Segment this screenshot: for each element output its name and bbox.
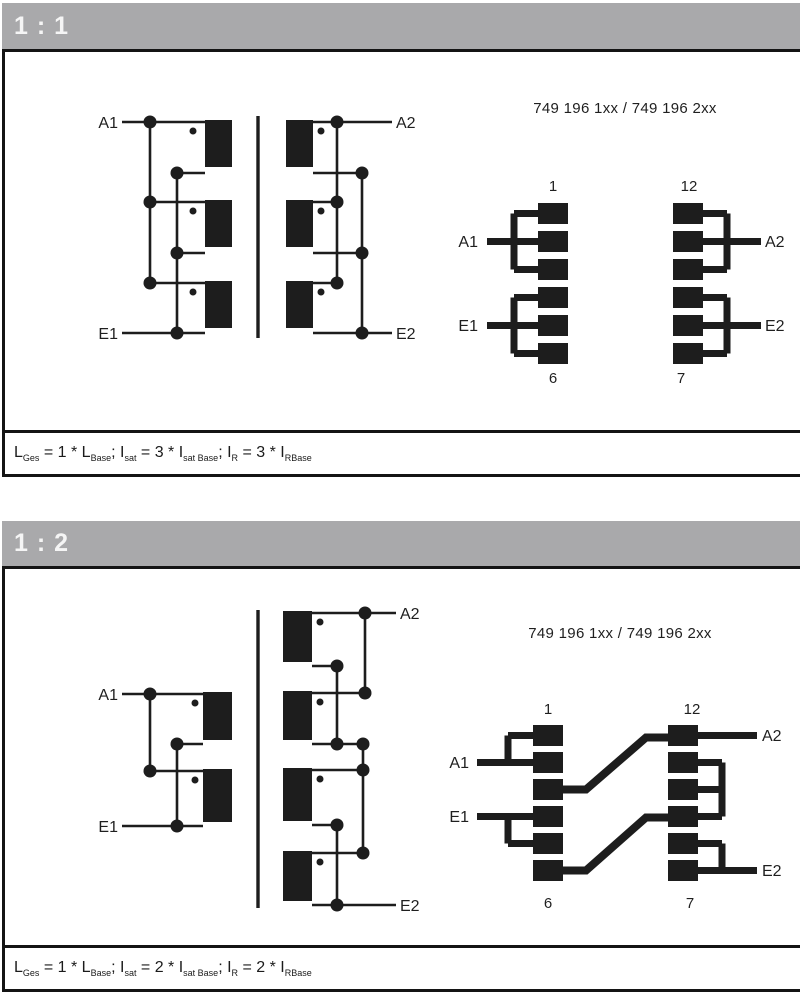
secondary-winding bbox=[286, 200, 313, 247]
junction-dot bbox=[356, 763, 370, 777]
terminal-label-a2: A2 bbox=[396, 115, 416, 132]
panel2-header-bar: 1 : 2 bbox=[2, 521, 800, 569]
secondary-winding bbox=[283, 851, 312, 901]
panel1-diagram-box bbox=[2, 52, 800, 430]
junction-dot bbox=[330, 276, 344, 290]
pin-number-6: 6 bbox=[549, 370, 557, 387]
polarity-dot bbox=[317, 288, 325, 296]
terminal-label-e2: E2 bbox=[396, 326, 416, 343]
primary-winding bbox=[203, 769, 232, 822]
junction-dot bbox=[170, 737, 184, 751]
secondary-winding bbox=[283, 691, 312, 740]
pin-pads-left bbox=[538, 203, 568, 364]
formula-text: LGes = 1 * LBase; Isat = 3 * Isat Base; … bbox=[14, 443, 312, 464]
panel1-header-bar: 1 : 1 bbox=[2, 3, 800, 52]
junction-dot bbox=[143, 687, 157, 701]
pin-number-12: 12 bbox=[681, 178, 698, 195]
junction-dot bbox=[330, 898, 344, 912]
junction-dot bbox=[143, 764, 157, 778]
polarity-dot bbox=[317, 127, 325, 135]
pin-number-7: 7 bbox=[686, 895, 694, 912]
junction-dot bbox=[330, 195, 344, 209]
pinout-label-a1: A1 bbox=[458, 234, 478, 251]
pin-number-12: 12 bbox=[684, 701, 701, 718]
polarity-dot bbox=[191, 699, 199, 707]
junction-dot bbox=[143, 115, 157, 129]
terminal-label-a1: A1 bbox=[98, 115, 118, 132]
junction-dot bbox=[170, 166, 184, 180]
pin-pads-right bbox=[668, 725, 698, 881]
pinout-title: 749 196 1xx / 749 196 2xx bbox=[528, 625, 712, 642]
junction-dot bbox=[358, 686, 372, 700]
primary-winding bbox=[205, 200, 232, 247]
junction-dot bbox=[330, 115, 344, 129]
panel1-winding-schematic: A1 E1 A2 E2 bbox=[98, 115, 415, 343]
secondary-winding bbox=[283, 611, 312, 662]
terminal-label-a2: A2 bbox=[400, 606, 420, 623]
panel1-ratio-label: 1 : 1 bbox=[14, 11, 70, 40]
panel2-pinout-diagram: 749 196 1xx / 749 196 2xx 1 12 6 7 bbox=[449, 625, 781, 912]
polarity-dot bbox=[316, 775, 324, 783]
panel1-diagram: A1 E1 A2 E2 749 196 1xx / 749 196 2xx 1 … bbox=[98, 100, 784, 387]
pin-number-1: 1 bbox=[544, 701, 552, 718]
secondary-winding bbox=[283, 768, 312, 821]
polarity-dot bbox=[316, 698, 324, 706]
polarity-dot bbox=[316, 858, 324, 866]
panel2-diagram-box bbox=[2, 569, 800, 945]
junction-dot bbox=[358, 606, 372, 620]
pin-number-6: 6 bbox=[544, 895, 552, 912]
junction-dot bbox=[330, 818, 344, 832]
junction-dot bbox=[330, 659, 344, 673]
pin-number-1: 1 bbox=[549, 178, 557, 195]
pin-pads-right bbox=[673, 203, 703, 364]
panel2-ratio-label: 1 : 2 bbox=[14, 529, 70, 557]
primary-winding bbox=[205, 281, 232, 328]
pinout-label-e2: E2 bbox=[762, 863, 782, 880]
panel2-diagram: A1 E1 A2 E2 749 196 1xx / 749 196 2xx 1 … bbox=[98, 606, 781, 915]
junction-dot bbox=[355, 326, 369, 340]
pinout-label-e1: E1 bbox=[449, 809, 469, 826]
junction-dot bbox=[355, 166, 369, 180]
pinout-label-e2: E2 bbox=[765, 318, 785, 335]
pin-number-7: 7 bbox=[677, 370, 685, 387]
primary-winding bbox=[203, 692, 232, 740]
pin-pads-left bbox=[533, 725, 563, 881]
panel1-formula-bar: LGes = 1 * LBase; Isat = 3 * Isat Base; … bbox=[2, 430, 800, 477]
terminal-label-e1: E1 bbox=[98, 819, 118, 836]
primary-winding bbox=[205, 120, 232, 167]
polarity-dot bbox=[189, 207, 197, 215]
formula-text: LGes = 1 * LBase; Isat = 2 * Isat Base; … bbox=[14, 958, 312, 979]
pinout-label-e1: E1 bbox=[458, 318, 478, 335]
polarity-dot bbox=[189, 288, 197, 296]
pinout-title: 749 196 1xx / 749 196 2xx bbox=[533, 100, 717, 117]
junction-dot bbox=[330, 737, 344, 751]
panel2-formula-bar: LGes = 1 * LBase; Isat = 2 * Isat Base; … bbox=[2, 945, 800, 992]
secondary-winding bbox=[286, 281, 313, 328]
secondary-winding bbox=[286, 120, 313, 167]
junction-dot bbox=[143, 195, 157, 209]
junction-dot bbox=[170, 326, 184, 340]
panel1-pinout-diagram: 749 196 1xx / 749 196 2xx 1 12 6 7 bbox=[458, 100, 784, 387]
pinout-label-a2: A2 bbox=[762, 728, 782, 745]
panel2-winding-schematic: A1 E1 A2 E2 bbox=[98, 606, 419, 915]
junction-dot bbox=[170, 819, 184, 833]
junction-dot bbox=[170, 246, 184, 260]
terminal-label-a1: A1 bbox=[98, 687, 118, 704]
junction-dot bbox=[356, 846, 370, 860]
terminal-label-e2: E2 bbox=[400, 898, 420, 915]
pinout-label-a2: A2 bbox=[765, 234, 785, 251]
junction-dot bbox=[355, 246, 369, 260]
polarity-dot bbox=[189, 127, 197, 135]
pinout-label-a1: A1 bbox=[449, 755, 469, 772]
junction-dot bbox=[356, 737, 370, 751]
polarity-dot bbox=[316, 618, 324, 626]
polarity-dot bbox=[317, 207, 325, 215]
terminal-label-e1: E1 bbox=[98, 326, 118, 343]
series-link-wires bbox=[563, 733, 668, 875]
junction-dot bbox=[143, 276, 157, 290]
polarity-dot bbox=[191, 776, 199, 784]
